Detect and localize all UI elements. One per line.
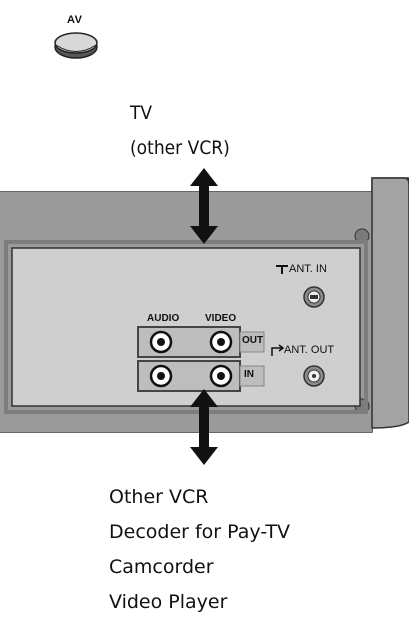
out-label: OUT <box>242 335 264 346</box>
bottom-target-line-2: Decoder for Pay-TV <box>109 521 291 543</box>
ant-out-label: ANT. OUT <box>284 344 335 356</box>
ant-in-connector <box>303 286 325 308</box>
ant-out-connector <box>303 365 325 387</box>
audio-label: AUDIO <box>147 313 180 324</box>
vcr-rear-panel <box>0 177 409 433</box>
av-button-label: AV <box>67 14 83 26</box>
bottom-target-line-1: Other VCR <box>109 486 209 508</box>
bottom-target-line-3: Camcorder <box>109 556 214 578</box>
bottom-double-arrow-icon <box>190 389 218 465</box>
in-label: IN <box>244 369 254 380</box>
bottom-target-line-4: Video Player <box>109 591 228 613</box>
video-in-jack <box>209 364 233 388</box>
audio-in-jack <box>149 364 173 388</box>
ant-in-label: ANT. IN <box>289 263 327 275</box>
top-target-line-1: TV <box>130 102 153 124</box>
video-out-jack <box>209 330 233 354</box>
top-connection-target: TV (other VCR) <box>130 96 230 166</box>
audio-out-jack <box>149 330 173 354</box>
top-target-line-2: (other VCR) <box>130 137 230 159</box>
bottom-connection-targets: Other VCR Decoder for Pay-TV Camcorder V… <box>109 480 290 620</box>
top-double-arrow-icon <box>190 168 218 244</box>
antenna-out-icon <box>271 344 285 356</box>
av-button-icon <box>54 32 98 59</box>
video-label: VIDEO <box>205 313 237 324</box>
antenna-in-icon <box>276 265 288 274</box>
